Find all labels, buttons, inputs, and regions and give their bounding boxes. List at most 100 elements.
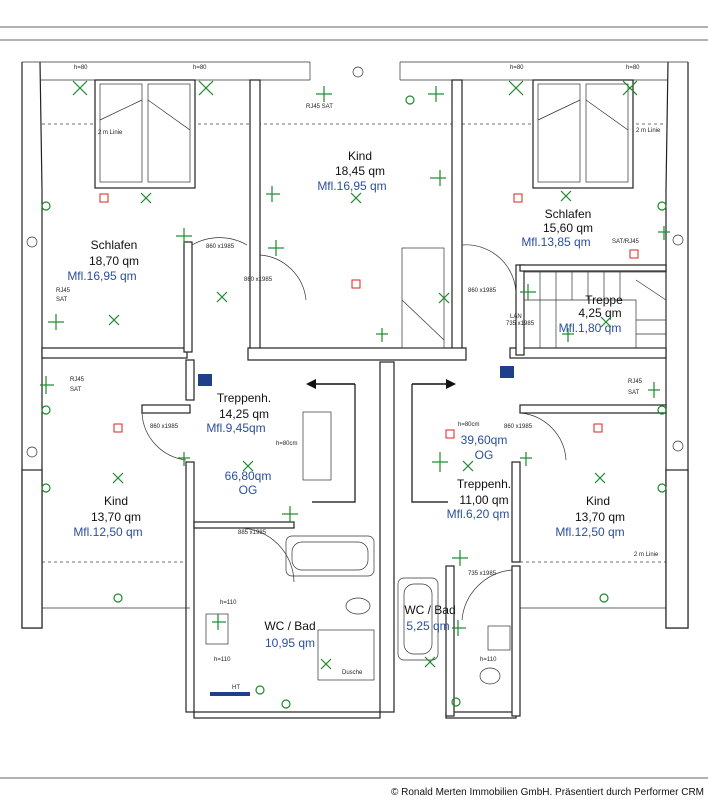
note-door-735-b: 735 x1985 [468,571,497,577]
ceiling-light-icon [622,80,638,96]
wall-center [379,361,395,713]
ceiling-light-icon [108,314,120,326]
ceiling-light-icon [438,292,450,304]
switch-icon [452,620,466,636]
note-rj45-sat-top: RJ45 SAT [306,104,333,110]
kind-top-usable: Mfl.16,95 qm [317,179,386,193]
switch-icon [178,452,190,466]
shaft-right [401,247,445,349]
toilet-left [345,597,371,615]
outlet-icon [451,697,461,707]
smoke-detector-markers [99,193,639,439]
switch-icon [48,314,64,330]
wall-bottom-left [193,711,381,719]
ceiling-light-icon [462,460,474,472]
outlet-icon [657,483,667,493]
kind-right-usable: Mfl.12,50 qm [555,525,624,539]
sink-right [487,625,511,651]
switch-icon [40,376,54,394]
wall-kind-left [249,79,261,356]
kind-right-area: 13,70 qm [575,510,625,524]
switch-icon [432,452,448,472]
note-door-735-a: 735 x1985 [506,321,535,327]
window-right [532,79,634,189]
note-door-e: 860 x1985 [504,424,533,430]
switch-icon [648,382,660,398]
note-h80-c: h=80 [510,65,524,71]
kind-top-area: 18,45 qm [335,164,385,178]
switch-icon [316,86,332,102]
motion-detector-icon [672,234,684,246]
note-h80-b: h=80 [193,65,207,71]
staircase [523,271,667,349]
wc-left-name: WC / Bad [264,619,315,633]
ceiling-light-icon [600,316,612,328]
ceiling-light-icon [112,472,124,484]
wc-left-area: 10,95 qm [265,636,315,650]
outlet-icon [41,483,51,493]
outlet-icon [255,685,265,695]
treppenh-left-area: 14,25 qm [219,407,269,421]
note-sat-l: SAT [56,297,68,303]
sink-left [205,613,229,645]
wall-schlafen-left-bottom [41,347,188,359]
ceiling-light-icon [424,656,436,668]
note-h80cm-b: h=80cm [458,422,480,428]
switch-icon [658,226,670,240]
ceiling-light-icon [72,80,88,96]
note-2m-line-right: 2 m Linie [636,128,661,134]
treppenh-right-name: Treppenh. [457,477,511,491]
window-left [94,79,196,189]
outlet-icon [405,95,415,105]
wall-schlafen-right-bottom [509,347,667,359]
stair-arrow-left [306,379,356,503]
ceiling-light-icon [320,658,332,670]
wall-kind-left-top [141,404,191,414]
door-kind-top [259,254,307,301]
note-door-f: 885 x1985 [238,530,267,536]
schlafen-left-area: 18,70 qm [89,254,139,268]
wc-right-area: 5,25 qm [406,619,449,633]
note-h80-a: h=80 [74,65,88,71]
schlafen-right-name: Schlafen [545,207,592,221]
note-sat-l2: SAT [70,387,82,393]
schlafen-right-area: 15,60 qm [543,221,593,235]
ceiling-light-icon [560,190,572,202]
door-schlafen-left [191,237,248,246]
note-lan: LAN [510,314,522,320]
motion-detector-icon [26,236,38,248]
switch-icon [452,550,468,566]
treppe-usable: Mfl.1,80 qm [559,321,622,335]
switch-icon [520,284,536,300]
note-ht: HT [232,685,240,691]
wall-treppe-top [519,264,667,272]
note-dusche: Dusche [342,670,363,676]
og-right-area: 39,60qm [461,433,508,447]
treppenh-left-usable: Mfl.9,45qm [206,421,265,435]
stair-arrow-right [411,379,456,503]
toilet-right [479,667,501,685]
note-rj45-l2: RJ45 [70,377,85,383]
shower-left [317,629,375,681]
switch-icon [520,452,532,466]
wall-kind-right-top [519,404,667,414]
motion-detector-icon [26,446,38,458]
switch-icon [428,86,444,102]
ceiling-light-icon [508,80,524,96]
schlafen-right-usable: Mfl.13,85 qm [521,235,590,249]
motion-detector-icon [352,66,364,78]
switch-icon [212,614,226,630]
outlet-icon [41,201,51,211]
note-h110-a: h=110 [220,600,237,606]
kind-left-usable: Mfl.12,50 qm [73,525,142,539]
note-h110-b: h=110 [214,657,231,663]
schlafen-left-name: Schlafen [91,238,138,252]
ceiling-light-icon [216,291,228,303]
note-rj45-r: RJ45 [628,379,643,385]
door-kind-right [519,412,567,461]
wall-kind-bottom [247,347,467,361]
wall-schlafen-right-side [515,264,525,356]
switch-icon [266,186,280,202]
og-left-label: OG [239,483,258,497]
kind-left-area: 13,70 qm [91,510,141,524]
